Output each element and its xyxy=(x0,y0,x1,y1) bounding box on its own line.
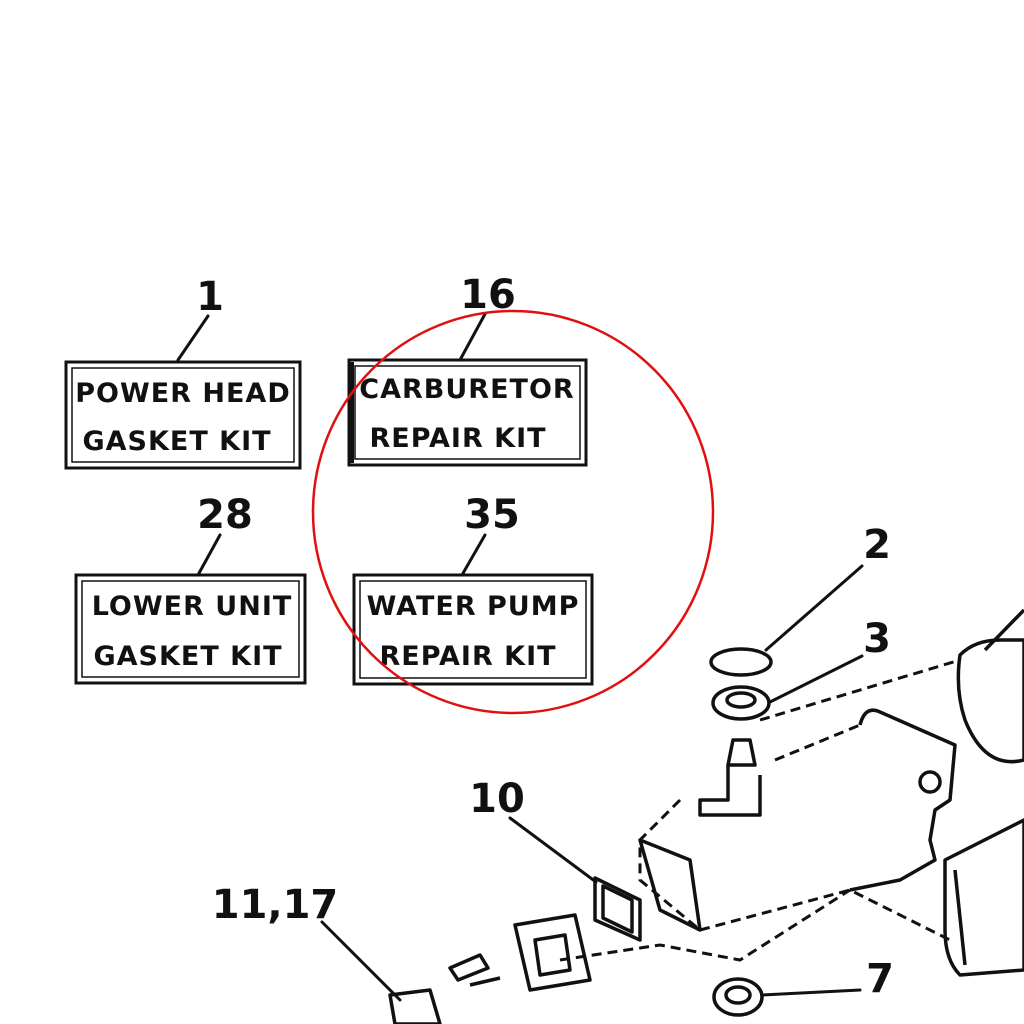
kit-label-line1: WATER PUMP xyxy=(367,591,580,622)
kit-label-line2: REPAIR KIT xyxy=(379,641,556,672)
kit-water-pump-repair: WATER PUMP REPAIR KIT 35 xyxy=(352,492,594,686)
kit-label-line2: GASKET KIT xyxy=(82,426,271,457)
callout-2: 2 xyxy=(764,522,891,652)
callout-3: 3 xyxy=(768,616,891,704)
callout-7: 7 xyxy=(760,956,894,1002)
kit-label-line2: REPAIR KIT xyxy=(369,423,546,454)
powerhead-drawing xyxy=(388,608,1024,1024)
kit-carburetor-repair: CARBURETOR REPAIR KIT 16 xyxy=(347,272,588,467)
kit-label-line1: CARBURETOR xyxy=(359,374,574,405)
callout-11-17: 11,17 xyxy=(212,882,402,1002)
callout-10: 10 xyxy=(469,776,598,884)
ref-number: 1 xyxy=(196,274,224,320)
svg-text:7: 7 xyxy=(866,956,894,1002)
kit-label-line1: LOWER UNIT xyxy=(92,591,293,622)
ref-number: 28 xyxy=(197,492,253,538)
svg-text:10: 10 xyxy=(469,776,525,822)
kit-label-line1: POWER HEAD xyxy=(75,378,291,409)
kit-lower-unit-gasket: LOWER UNIT GASKET KIT 28 xyxy=(74,492,307,685)
kit-power-head-gasket: POWER HEAD GASKET KIT 1 xyxy=(64,274,302,470)
kit-label-line2: GASKET KIT xyxy=(93,641,282,672)
svg-text:3: 3 xyxy=(863,616,891,662)
highlight-circle xyxy=(311,309,715,715)
svg-text:2: 2 xyxy=(863,522,891,568)
ref-number: 35 xyxy=(464,492,520,538)
svg-text:11,17: 11,17 xyxy=(212,882,339,928)
